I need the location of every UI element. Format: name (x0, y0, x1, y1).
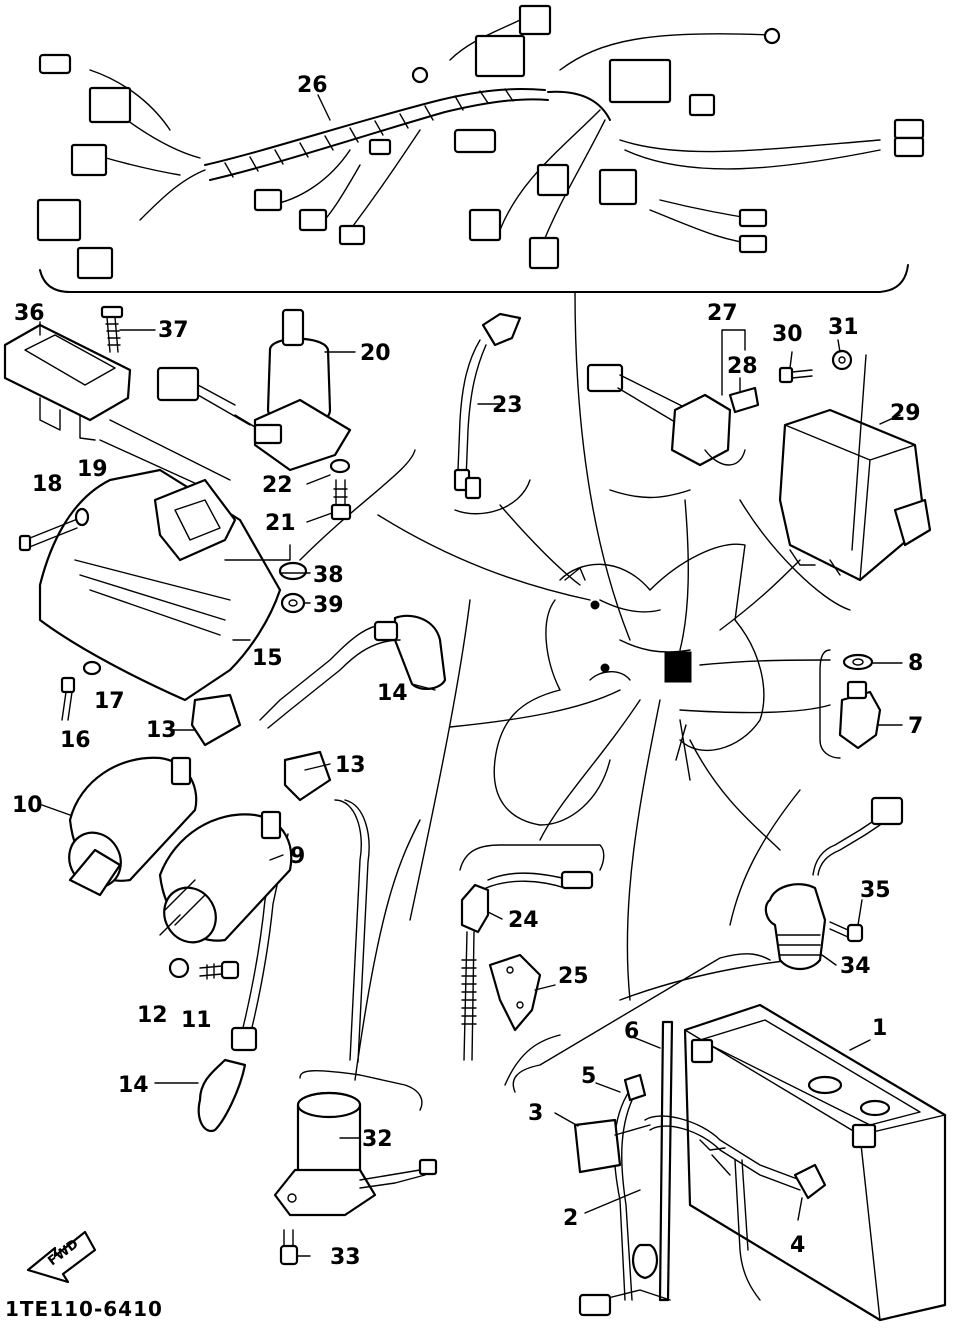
fuse-holder (586, 363, 760, 467)
callout-12: 12 (137, 1003, 168, 1028)
callout-14-lower: 14 (118, 1073, 149, 1098)
bolt-21 (330, 479, 352, 521)
callout-28: 28 (727, 354, 758, 379)
callout-5: 5 (581, 1064, 596, 1089)
callout-37: 37 (158, 318, 189, 343)
callout-30: 30 (772, 322, 803, 347)
bolt-37 (100, 305, 124, 353)
plug-cap-14-upper (259, 614, 447, 729)
ignition-coil-10 (68, 756, 198, 897)
callout-35: 35 (860, 878, 891, 903)
callout-29: 29 (890, 401, 921, 426)
callout-38: 38 (313, 563, 344, 588)
callout-8: 8 (908, 651, 923, 676)
ignition-coil-9 (158, 810, 293, 944)
neutral-switch (819, 649, 882, 759)
callout-31: 31 (828, 315, 859, 340)
bolt-30 (778, 366, 813, 384)
callout-17: 17 (94, 689, 125, 714)
sensor-34 (764, 796, 904, 971)
callout-25: 25 (558, 964, 589, 989)
callout-39: 39 (313, 593, 344, 618)
callout-24: 24 (508, 908, 539, 933)
callout-23: 23 (492, 393, 523, 418)
callout-10: 10 (12, 793, 43, 818)
callout-6: 6 (624, 1019, 639, 1044)
frame-outline (493, 543, 765, 826)
sensor-24 (459, 844, 605, 1061)
callout-22: 22 (262, 473, 293, 498)
callout-7: 7 (908, 714, 923, 739)
callout-34: 34 (840, 954, 871, 979)
callout-leaders (39, 94, 903, 1257)
fwd-arrow-icon: FWD (26, 1230, 97, 1284)
callout-19: 19 (77, 457, 108, 482)
main-switch (156, 308, 352, 472)
sensor-23 (453, 312, 531, 515)
part-code: 1TE110-6410 (5, 1297, 163, 1321)
coil-cover (38, 468, 291, 702)
callout-14-upper: 14 (377, 681, 408, 706)
bolt-18-19 (18, 507, 90, 552)
callout-4: 4 (790, 1233, 805, 1258)
nut-38-39 (278, 561, 308, 614)
callout-numbers: 26 36 37 20 23 22 21 18 19 38 39 15 17 1… (12, 73, 923, 1270)
battery-cables (573, 1020, 827, 1317)
callout-18: 18 (32, 472, 63, 497)
plug-cap-14-lower (197, 799, 370, 1133)
rubber-cap-13 (190, 693, 332, 802)
callout-27: 27 (707, 301, 738, 326)
callout-32: 32 (362, 1127, 393, 1152)
bracket-25 (488, 953, 542, 1032)
control-unit-29 (778, 354, 932, 582)
leader-lines (299, 291, 851, 1086)
callout-15: 15 (252, 646, 283, 671)
callout-11: 11 (181, 1008, 212, 1033)
callout-1: 1 (872, 1016, 887, 1041)
callout-13-right: 13 (335, 753, 366, 778)
callout-13-left: 13 (146, 718, 177, 743)
callout-16: 16 (60, 728, 91, 753)
callout-21: 21 (265, 511, 296, 536)
screw-35 (829, 921, 864, 943)
callout-9: 9 (290, 844, 305, 869)
callout-3: 3 (528, 1101, 543, 1126)
bolt-16-17 (60, 660, 102, 721)
nut-31 (831, 349, 853, 371)
bolt-33 (279, 1229, 299, 1266)
starter-relay (273, 1070, 438, 1217)
callout-20: 20 (360, 341, 391, 366)
callout-26: 26 (297, 73, 328, 98)
washer-22 (329, 458, 351, 474)
coil-hardware-11-12 (168, 957, 240, 980)
battery (512, 953, 947, 1322)
callout-33: 33 (330, 1245, 361, 1270)
callout-2: 2 (563, 1206, 578, 1231)
callout-36: 36 (14, 301, 45, 326)
wire-harness (36, 4, 925, 293)
